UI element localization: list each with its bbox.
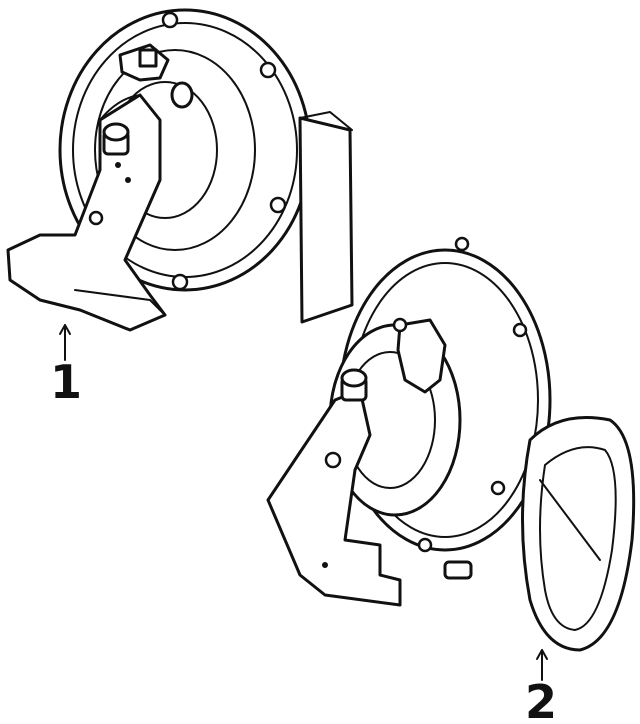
horn-2-illustration [266, 236, 636, 681]
horn-1-illustration [6, 8, 354, 361]
callout-1-label: 1 [50, 355, 82, 409]
callout-2-label: 2 [525, 675, 557, 724]
